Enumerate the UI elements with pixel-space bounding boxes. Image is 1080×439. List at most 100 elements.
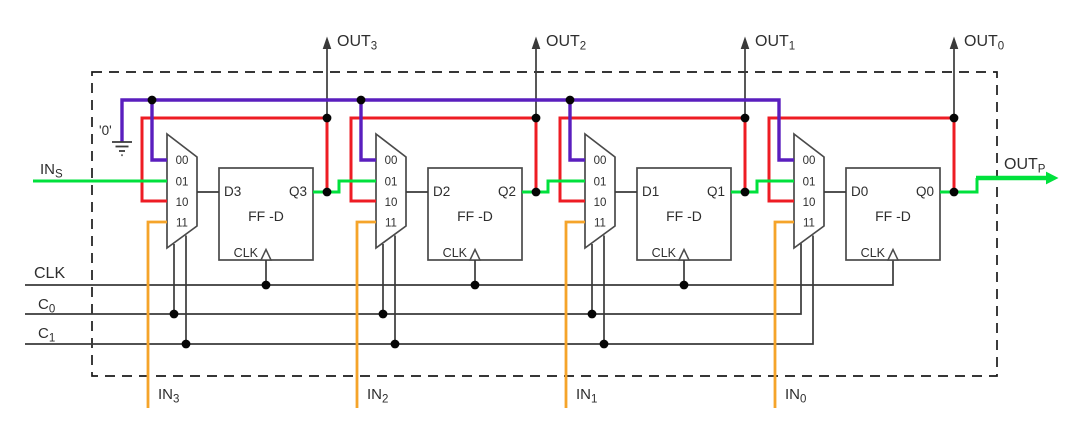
ff-clk-label: CLK [652,246,677,260]
stage-q1 [558,36,750,408]
ff-d0 [845,167,941,261]
ff-q-output-label: Q1 [707,184,725,199]
junction-dot [587,309,597,319]
serial-in-label: INS [40,161,63,181]
junction-dot [181,339,191,349]
junction-dot [147,95,157,105]
mux-input-01-label: 01 [176,177,189,189]
mux-input-01-label: 01 [594,177,607,189]
stage-q0 [767,36,959,408]
junction-dot [470,280,480,290]
shift-wire-q2-to-mux1 [522,179,585,194]
clk-label: CLK [34,265,65,282]
mux-input-10-label: 10 [176,197,189,209]
clk-rail [25,260,894,286]
hold-feedback-wire-q0 [767,116,956,203]
junction-dot [565,95,575,105]
parallel-in-wire-in3 [146,220,167,408]
junction-dot [261,280,271,290]
mux-input-00-label: 00 [176,155,189,167]
junction-dot [531,113,541,123]
junction-dot [949,187,959,197]
parallel-in-wire-in1 [564,220,585,408]
in2-label: IN2 [367,386,388,406]
out1-arrowhead [740,36,750,49]
hold-feedback-wire-q2 [349,116,538,203]
ff-d-input-label: D0 [851,184,868,199]
parallel-in-wire-in0 [773,220,794,408]
shift-wire-q1-to-mux0 [731,179,794,194]
in3-label: IN3 [158,386,179,406]
junction-dot [679,280,689,290]
serial-out-arrowhead [1046,171,1059,185]
junction-dot [599,339,609,349]
ff-clk-label: CLK [861,246,886,260]
mux-1 [584,132,616,250]
ground-symbol [112,141,132,157]
ff-q-output-label: Q3 [289,184,307,199]
out0-arrowhead [949,36,959,49]
junction-dot [169,309,179,319]
junction-dot [322,187,332,197]
ff-d-input-label: D2 [433,184,450,199]
mux-input-01-label: 01 [385,177,398,189]
mux-input-11-label: 11 [176,218,188,230]
mux-input-00-label: 00 [594,155,607,167]
junction-dot [322,113,332,123]
in0-label: IN0 [785,386,806,406]
junction-dots [147,95,959,349]
mux-input-11-label: 11 [803,218,815,230]
mux-3 [166,132,198,250]
mux-input-11-label: 11 [385,218,397,230]
mux-input-10-label: 10 [594,197,607,209]
c1-rail [25,235,814,345]
mux-2 [375,132,407,250]
ff-d-input-label: D1 [642,184,659,199]
mux-input-10-label: 10 [385,197,398,209]
ff-q-output-label: Q0 [916,184,934,199]
c1-label: C1 [38,325,55,345]
out2-arrowhead [531,36,541,49]
ff-d-input-label: D3 [224,184,241,199]
stage-q3 [140,36,332,408]
ff-name-label: FF -D [457,208,493,224]
stage-q2 [349,36,541,408]
zero-drop-stage1 [568,100,585,162]
ff-d3 [218,167,314,261]
ff-d1 [636,167,732,261]
out2-label: OUT2 [546,33,586,53]
zero-drop-stage3 [150,100,167,162]
ff-name-label: FF -D [666,208,702,224]
ff-clk-label: CLK [234,246,259,260]
zero-drop-stage2 [359,100,376,162]
ff-name-label: FF -D [248,208,284,224]
ff-q-output-label: Q2 [498,184,516,199]
c0-label: C0 [38,296,55,316]
mux-input-00-label: 00 [803,155,816,167]
mux-input-00-label: 00 [385,155,398,167]
hold-feedback-wire-q3 [140,116,329,203]
junction-dot [356,95,366,105]
zero-net-rail [120,98,794,162]
out0-label: OUT0 [964,33,1004,53]
mux-input-01-label: 01 [803,177,816,189]
logic-zero-label: '0' [99,123,112,138]
in1-label: IN1 [576,386,597,406]
parallel-in-wire-in2 [355,220,376,408]
out3-label: OUT3 [337,33,377,53]
out3-arrowhead [322,36,332,49]
out1-label: OUT1 [755,33,795,53]
junction-dot [378,309,388,319]
mux-input-11-label: 11 [594,218,606,230]
ff-clk-label: CLK [443,246,468,260]
module-boundary [91,71,998,377]
junction-dot [390,339,400,349]
c0-rail [25,243,802,315]
mux-input-10-label: 10 [803,197,816,209]
clk-edge-triangle [886,247,900,261]
shift-wire-q0-out [940,178,979,194]
serial-out-label: OUTP [1004,156,1046,176]
junction-dot [531,187,541,197]
